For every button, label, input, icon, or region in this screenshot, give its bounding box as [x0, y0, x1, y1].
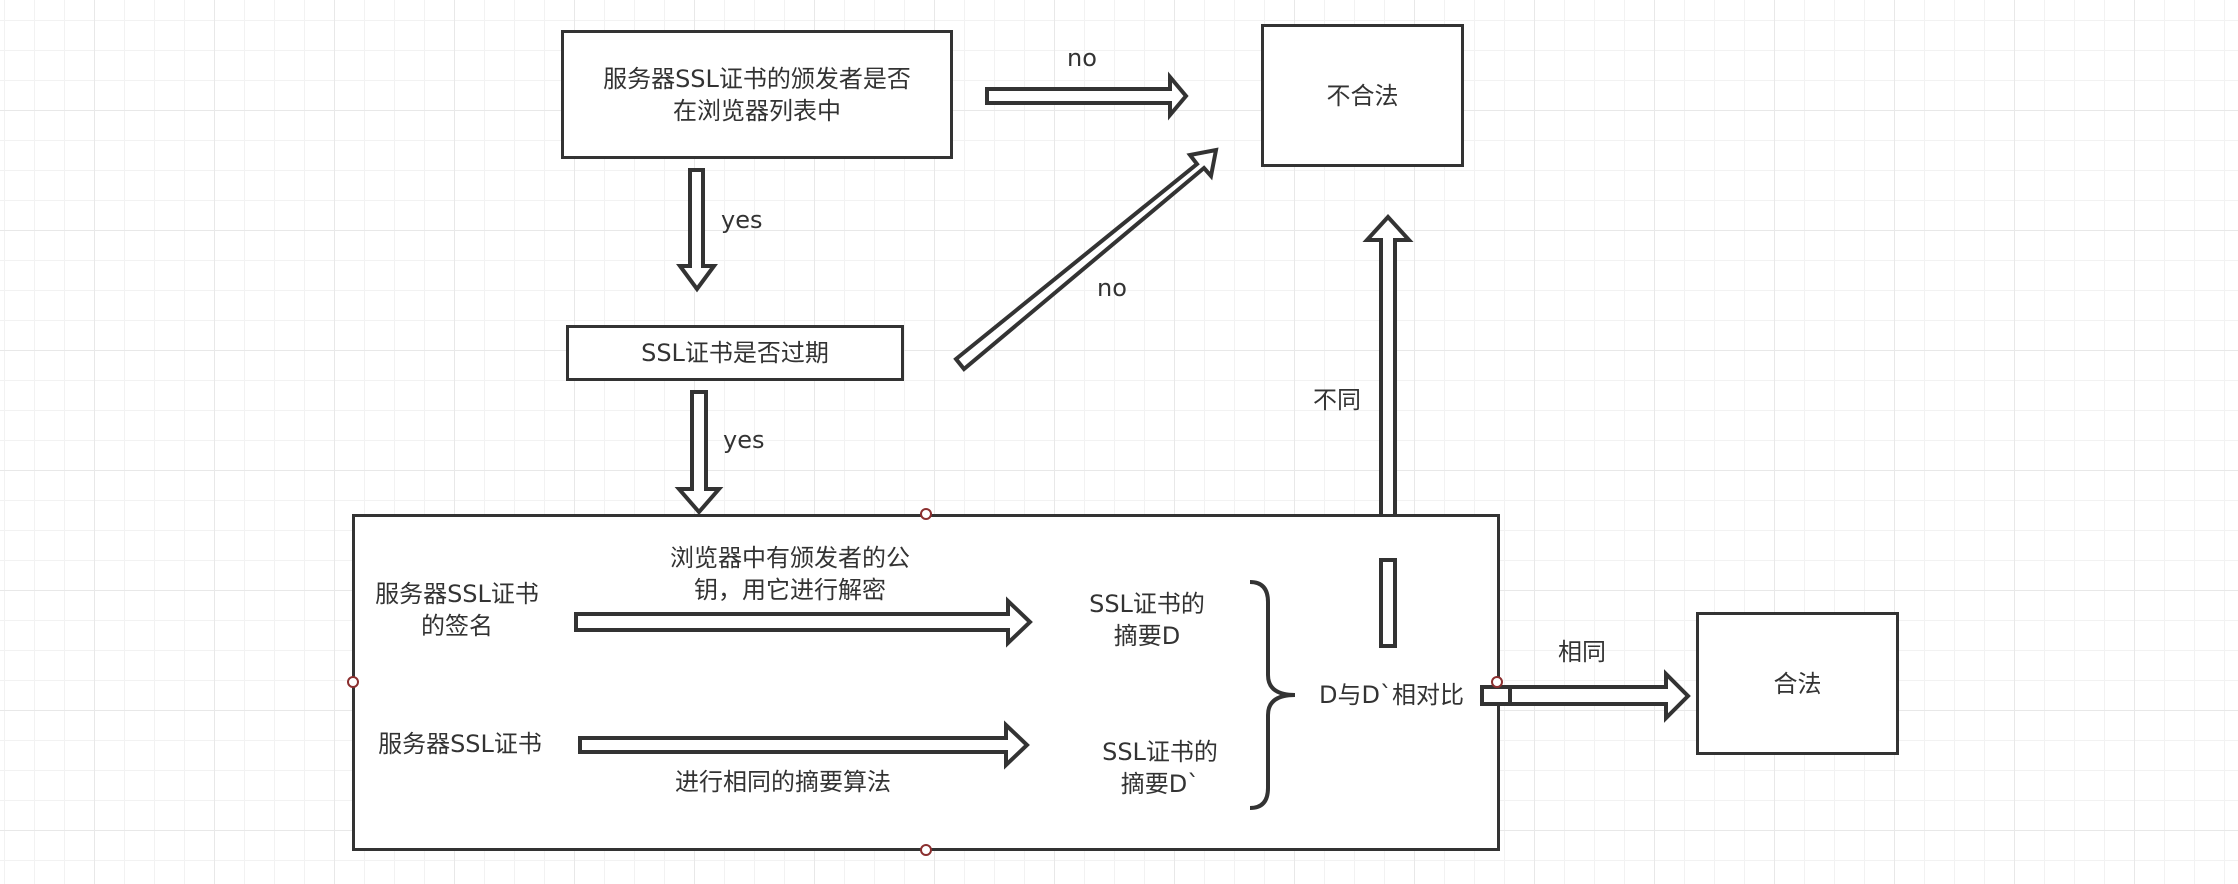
node-issuer-check[interactable]: 服务器SSL证书的颁发者是否 在浏览器列表中 — [561, 30, 953, 159]
label-digest-d-prime: SSL证书的 摘要D` — [1102, 738, 1218, 798]
arrow-same-tail — [1480, 685, 1512, 706]
label-decrypt-step: 浏览器中有颁发者的公 钥，用它进行解密 — [670, 544, 910, 604]
handle-bottom[interactable] — [920, 844, 932, 856]
edge-label-issuer-no: no — [1067, 44, 1097, 72]
arrow-issuer-yes[interactable] — [676, 168, 718, 293]
label-compare: D与D`相对比 — [1319, 681, 1464, 709]
arrow-issuer-no[interactable] — [985, 71, 1189, 121]
edge-label-expiry-yes: yes — [723, 426, 765, 454]
arrow-different-tail — [1379, 558, 1397, 648]
label-hash-step: 进行相同的摘要算法 — [675, 768, 891, 796]
label-signature-source: 服务器SSL证书 的签名 — [375, 580, 539, 640]
handle-right[interactable] — [1491, 676, 1503, 688]
label-digest-d: SSL证书的 摘要D — [1089, 590, 1205, 650]
arrow-decrypt[interactable] — [574, 596, 1033, 648]
node-issuer-check-label: 服务器SSL证书的颁发者是否 在浏览器列表中 — [603, 64, 911, 125]
brace — [1249, 580, 1296, 810]
edge-label-expiry-no: no — [1097, 274, 1127, 302]
handle-top[interactable] — [920, 508, 932, 520]
node-legal-label: 合法 — [1773, 669, 1822, 698]
edge-label-issuer-yes: yes — [721, 206, 763, 234]
label-certificate-source: 服务器SSL证书 — [378, 730, 542, 758]
node-legal[interactable]: 合法 — [1696, 612, 1899, 755]
edge-label-different: 不同 — [1313, 386, 1361, 414]
arrow-expiry-no[interactable] — [953, 147, 1219, 372]
node-expiry-check[interactable]: SSL证书是否过期 — [566, 325, 904, 381]
arrow-expiry-yes[interactable] — [674, 390, 724, 516]
node-illegal[interactable]: 不合法 — [1261, 24, 1464, 167]
arrow-same[interactable] — [1480, 669, 1691, 723]
node-expiry-check-label: SSL证书是否过期 — [641, 339, 829, 367]
edge-label-same: 相同 — [1558, 638, 1606, 666]
node-illegal-label: 不合法 — [1326, 81, 1399, 110]
handle-left[interactable] — [347, 676, 359, 688]
arrow-hash[interactable] — [578, 720, 1030, 770]
